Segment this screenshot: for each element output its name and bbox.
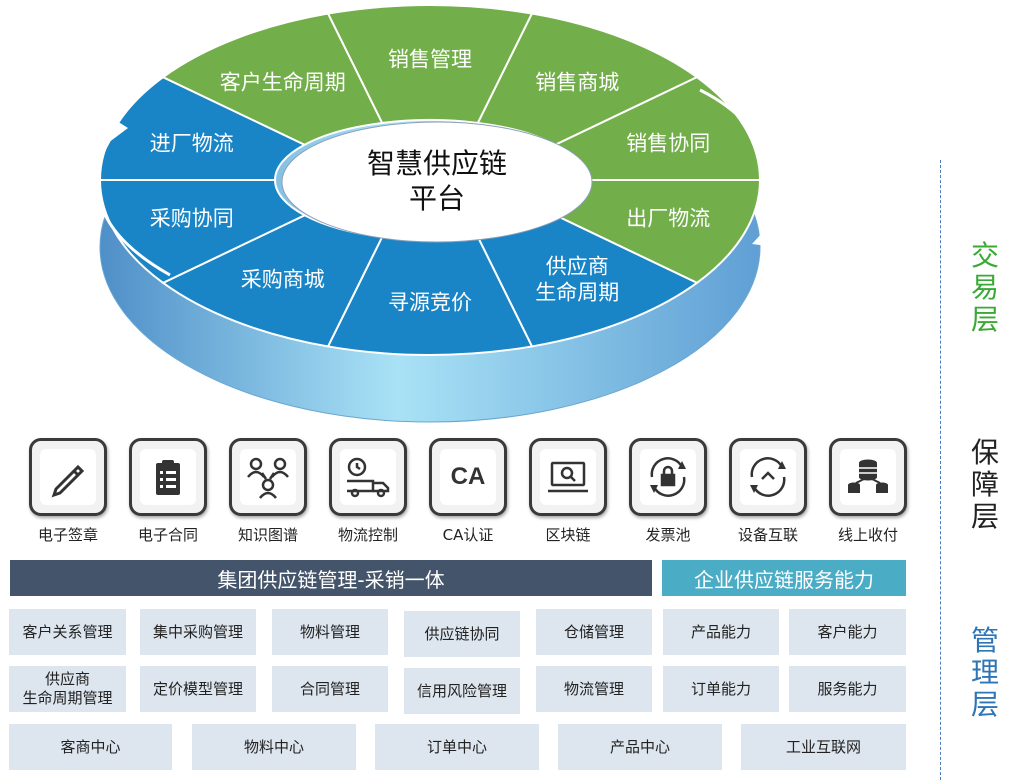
icon-item-e-contract[interactable]: 电子合同 bbox=[118, 438, 218, 545]
icon-label: 设备互联 bbox=[737, 526, 798, 544]
icon-item-knowledge-graph[interactable]: 知识图谱 bbox=[218, 438, 318, 545]
platform-title-line2: 平台 bbox=[409, 182, 465, 215]
icon-item-invoice-pool[interactable]: 发票池 bbox=[618, 438, 718, 545]
platform-title-line1: 智慧供应链 bbox=[367, 147, 507, 180]
wheel-segment-label: 采购商城 bbox=[241, 267, 325, 291]
wheel-segment[interactable] bbox=[161, 12, 384, 146]
icon-label: CA认证 bbox=[442, 526, 494, 544]
wheel-segment-label: 供应商 bbox=[546, 254, 609, 278]
icon-item-blockchain[interactable]: 区块链 bbox=[518, 438, 618, 545]
icon-label: 发票池 bbox=[645, 526, 691, 544]
icon-label: 电子合同 bbox=[137, 526, 198, 544]
cell-material-management[interactable]: 物料管理 bbox=[272, 609, 388, 655]
icon-label: 区块链 bbox=[545, 526, 591, 544]
platform-center bbox=[281, 121, 593, 243]
orbit-arrow-right bbox=[699, 88, 778, 241]
orbit-arrow-left-head bbox=[104, 118, 128, 146]
cell-pricing-model[interactable]: 定价模型管理 bbox=[140, 666, 256, 712]
people-network-icon bbox=[247, 457, 289, 499]
cell-order-center[interactable]: 订单中心 bbox=[375, 724, 539, 770]
cell-contract-management[interactable]: 合同管理 bbox=[272, 666, 388, 712]
lock-cycle-icon bbox=[650, 457, 686, 497]
wheel-segment-label: 出厂物流 bbox=[626, 207, 710, 231]
wheel-segment-label: 销售协同 bbox=[626, 131, 710, 155]
orbit-arrow-left bbox=[95, 124, 171, 277]
database-network-icon bbox=[848, 459, 888, 493]
cell-service-capability[interactable]: 服务能力 bbox=[789, 666, 906, 712]
pencil-icon bbox=[51, 464, 85, 498]
wheel-segment-label: 客户生命周期 bbox=[220, 71, 346, 95]
icon-item-ca[interactable]: CA CA认证 bbox=[418, 438, 518, 545]
cell-logistics-management[interactable]: 物流管理 bbox=[536, 666, 652, 712]
wheel-segment-label: 生命周期 bbox=[535, 280, 619, 304]
layer-divider bbox=[940, 160, 941, 780]
layer-label-management: 管 理 层 bbox=[970, 624, 999, 721]
cell-material-center[interactable]: 物料中心 bbox=[192, 724, 356, 770]
clipboard-icon bbox=[156, 460, 180, 495]
group-supply-chain-bar: 集团供应链管理-采销一体 bbox=[10, 560, 652, 596]
icon-label: 知识图谱 bbox=[237, 526, 298, 544]
wheel-segment-label: 销售管理 bbox=[388, 48, 472, 72]
wheel-segment-label: 进厂物流 bbox=[150, 131, 234, 155]
device-sync-icon bbox=[750, 457, 786, 497]
icon-label: 线上收付 bbox=[837, 526, 898, 544]
cell-supplier-lifecycle[interactable]: 供应商 生命周期管理 bbox=[9, 666, 126, 712]
icon-label: 电子签章 bbox=[37, 526, 98, 544]
cell-centralized-procurement[interactable]: 集中采购管理 bbox=[140, 609, 256, 655]
cell-credit-risk[interactable]: 信用风险管理 bbox=[404, 668, 520, 714]
icon-item-online-payment[interactable]: 线上收付 bbox=[818, 438, 918, 545]
wheel-segment-label: 销售商城 bbox=[535, 71, 619, 95]
icon-item-e-signature[interactable]: 电子签章 bbox=[18, 438, 118, 545]
orbit-arrow-right-head bbox=[752, 220, 774, 246]
cell-customer-capability[interactable]: 客户能力 bbox=[789, 609, 906, 655]
laptop-search-icon bbox=[548, 461, 588, 493]
wheel-segment-label: 寻源竞价 bbox=[388, 291, 472, 315]
ca-icon: CA bbox=[450, 463, 486, 490]
layer-label-guarantee: 保 障 层 bbox=[970, 436, 999, 533]
wheel-segment-label: 采购协同 bbox=[150, 207, 234, 231]
cell-customer-relationship[interactable]: 客户关系管理 bbox=[9, 609, 126, 655]
cell-merchant-center[interactable]: 客商中心 bbox=[9, 724, 172, 770]
cell-order-capability[interactable]: 订单能力 bbox=[663, 666, 779, 712]
cell-industrial-internet[interactable]: 工业互联网 bbox=[741, 724, 906, 770]
icon-item-device-connect[interactable]: 设备互联 bbox=[718, 438, 818, 545]
icon-item-logistics[interactable]: 物流控制 bbox=[318, 438, 418, 545]
cell-product-center[interactable]: 产品中心 bbox=[558, 724, 722, 770]
layer-label-trade: 交 易 层 bbox=[970, 239, 999, 336]
cell-product-capability[interactable]: 产品能力 bbox=[663, 609, 779, 655]
cell-warehouse-management[interactable]: 仓储管理 bbox=[536, 609, 652, 655]
cell-supply-chain-collab[interactable]: 供应链协同 bbox=[404, 611, 520, 657]
delivery-truck-icon bbox=[347, 457, 390, 498]
icon-label: 物流控制 bbox=[337, 526, 398, 544]
enterprise-service-bar: 企业供应链服务能力 bbox=[662, 560, 906, 596]
